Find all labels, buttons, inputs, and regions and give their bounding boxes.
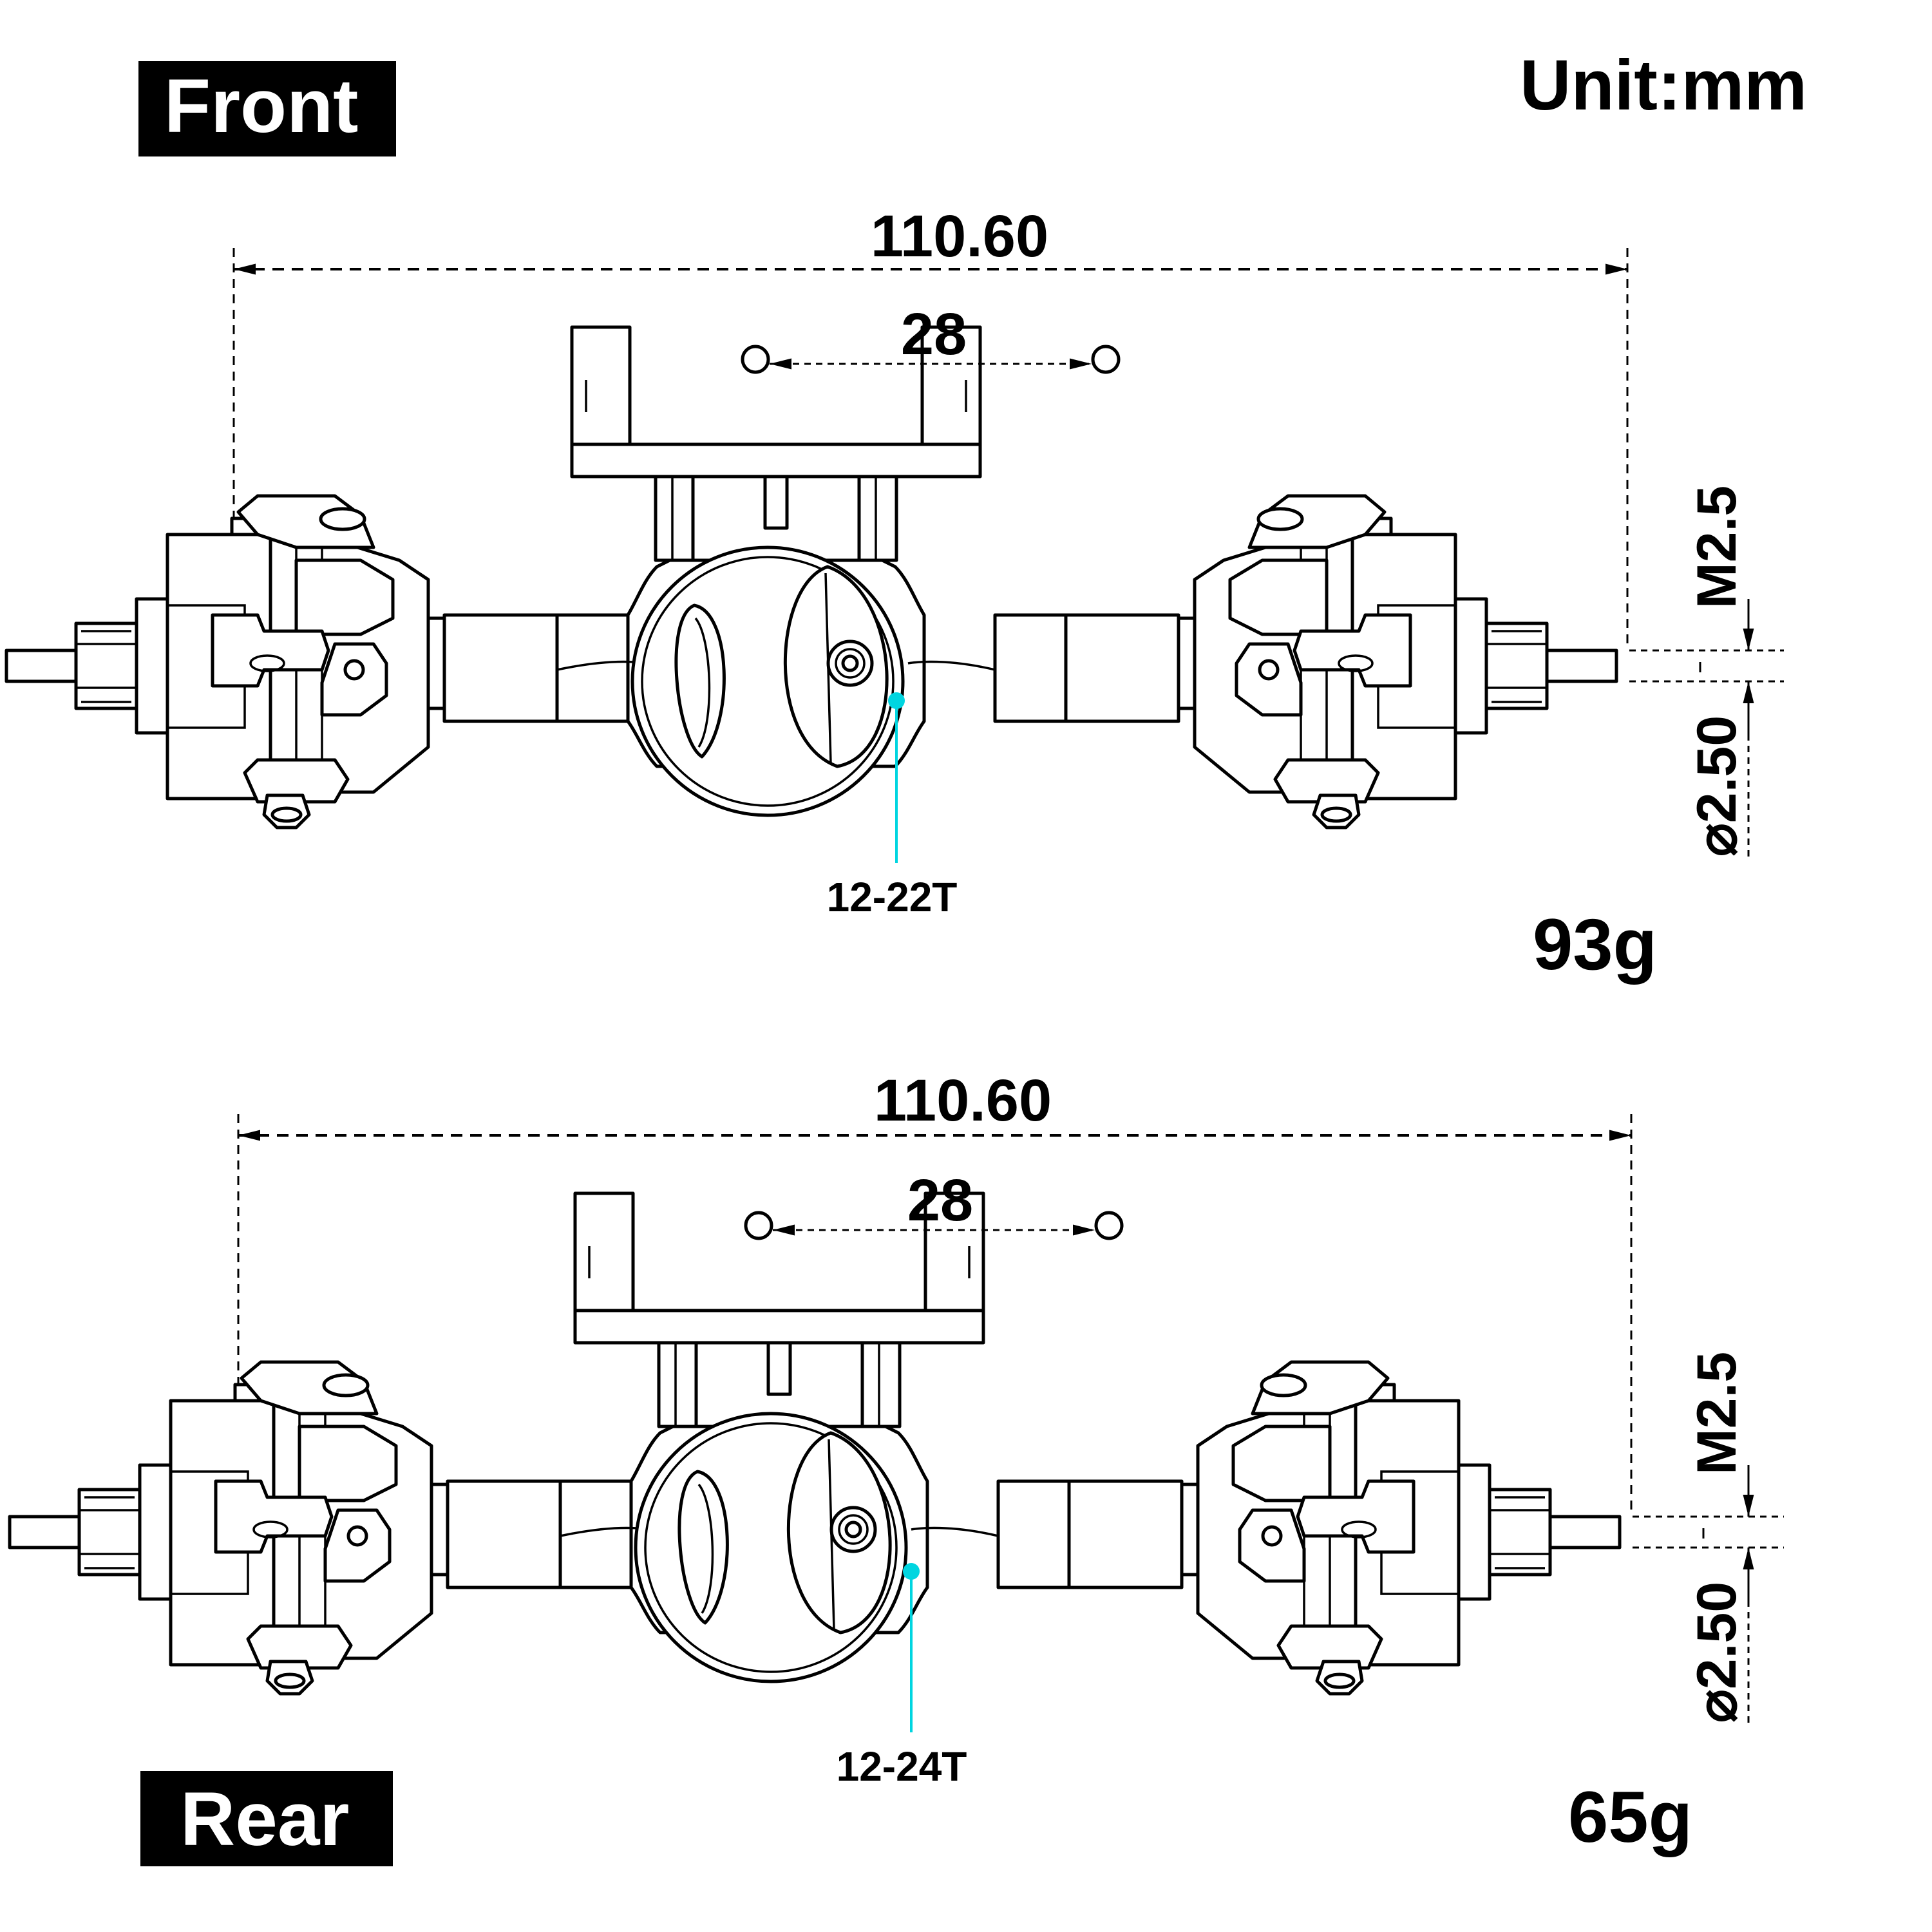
front-badge-label: Front <box>164 64 358 149</box>
rear-mount-hole-right <box>1094 1211 1124 1240</box>
front-mount-spacing-value: 28 <box>901 301 967 367</box>
front-axle <box>6 327 1616 828</box>
rear-axle <box>10 1193 1620 1694</box>
rear-weight: 65g <box>1568 1777 1692 1857</box>
front-mount-hole-right <box>1091 345 1121 374</box>
rear-diameter-label: ⌀2.50 <box>1686 1582 1748 1723</box>
front-thread-label: M2.5 <box>1686 486 1748 609</box>
front-gear-ratio: 12-22T <box>827 874 958 920</box>
front-weight: 93g <box>1533 904 1657 985</box>
front-section: Front Unit:mm 110.60 28 12-22T M2.5 ⌀2.5… <box>6 46 1807 985</box>
front-mount-hole-left <box>741 345 770 374</box>
rear-mount-spacing-value: 28 <box>907 1168 973 1233</box>
unit-label: Unit:mm <box>1520 46 1807 125</box>
front-badge: Front <box>138 61 396 156</box>
front-width-value: 110.60 <box>871 204 1048 269</box>
front-diameter-label: ⌀2.50 <box>1686 715 1748 857</box>
rear-width-value: 110.60 <box>874 1068 1052 1133</box>
rear-thread-label: M2.5 <box>1686 1352 1748 1475</box>
rear-badge: Rear <box>140 1771 393 1866</box>
rear-badge-label: Rear <box>180 1777 349 1862</box>
rear-gear-ratio: 12-24T <box>837 1743 967 1790</box>
rear-section: 110.60 28 12-24T M2.5 ⌀2.50 Rear 65g <box>10 1068 1784 1866</box>
rear-mount-hole-left <box>744 1211 773 1240</box>
